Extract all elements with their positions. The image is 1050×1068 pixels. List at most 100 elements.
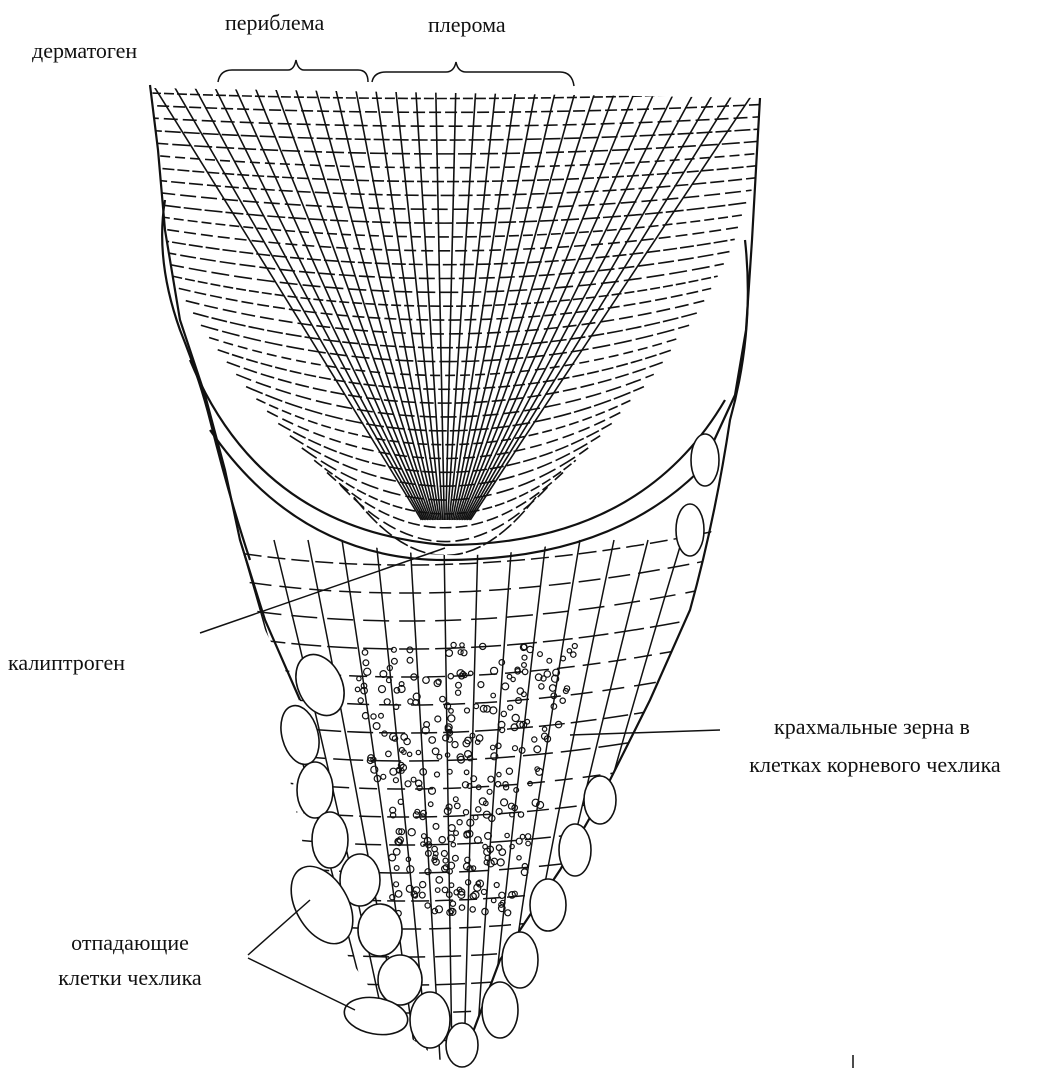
- starch-grain: [450, 901, 455, 906]
- starch-grain: [384, 699, 390, 705]
- starch-grain: [439, 837, 445, 843]
- starch-grain: [560, 698, 565, 703]
- starch-grain: [425, 903, 430, 908]
- starch-grain: [429, 737, 436, 744]
- starch-grain: [440, 696, 446, 702]
- starch-grain: [505, 833, 509, 837]
- cell-file-wall: [354, 80, 438, 520]
- cap-cell: [297, 762, 333, 818]
- cell-file-wall: [464, 80, 681, 520]
- cell-file-wall: [232, 80, 428, 520]
- label-periblema: периблема: [225, 10, 324, 35]
- cap-cell: [312, 812, 348, 868]
- starch-grain: [481, 889, 486, 894]
- starch-grain: [478, 682, 484, 688]
- transverse-cell-wall: [126, 117, 764, 127]
- starch-grain: [411, 777, 416, 782]
- starch-grains: [355, 642, 577, 916]
- label-starch-line-2: клетках корневого чехлика: [705, 752, 1045, 777]
- starch-grain: [521, 644, 527, 650]
- cell-file-wall: [448, 80, 477, 520]
- cap-cell: [676, 504, 704, 556]
- starch-grain: [495, 782, 500, 787]
- starch-grain: [517, 688, 523, 694]
- label-starch-line-1: крахмальные зерна в: [722, 714, 1022, 739]
- starch-grain: [425, 869, 431, 875]
- starch-grain: [501, 799, 508, 806]
- starch-grain: [407, 647, 413, 653]
- starch-grain: [451, 843, 455, 847]
- starch-grain: [407, 657, 413, 663]
- meristem-cell-grid: [125, 80, 765, 555]
- starch-grain: [505, 910, 511, 916]
- starch-grain: [435, 772, 440, 777]
- starch-grain: [434, 680, 441, 687]
- starch-grain: [448, 715, 455, 722]
- cell-file-wall: [150, 80, 421, 520]
- cell-file-wall: [395, 80, 441, 520]
- starch-grain: [512, 714, 519, 721]
- starch-grain: [544, 671, 550, 677]
- cell-file-wall: [449, 80, 497, 520]
- starch-grain: [448, 825, 455, 832]
- starch-grain: [494, 883, 499, 888]
- starch-grain: [501, 711, 506, 716]
- starch-grain: [373, 723, 380, 730]
- cell-file-wall: [451, 80, 517, 520]
- label-sloughing-line-1: отпадающие: [30, 930, 230, 955]
- starch-grain: [442, 866, 448, 872]
- starch-grain: [491, 693, 496, 698]
- starch-grain: [499, 660, 505, 666]
- starch-grain: [491, 745, 496, 750]
- starch-grain: [532, 737, 537, 742]
- starch-grain: [522, 655, 527, 660]
- starch-grain: [420, 882, 426, 888]
- cell-file-wall: [313, 80, 434, 520]
- starch-grain: [455, 803, 461, 809]
- starch-grain: [358, 698, 363, 703]
- cap-cell: [584, 776, 616, 824]
- cap-cell: [691, 434, 719, 486]
- starch-grain: [513, 746, 518, 751]
- starch-grain: [451, 642, 456, 647]
- starch-grain: [522, 669, 528, 675]
- transverse-cell-wall: [354, 497, 536, 555]
- starch-grain: [362, 650, 368, 656]
- starch-grain: [534, 746, 541, 753]
- label-pleroma: плерома: [428, 12, 506, 37]
- starch-grain: [538, 652, 543, 657]
- starch-leader: [570, 730, 720, 735]
- starch-grain: [549, 685, 556, 692]
- starch-grain: [507, 674, 512, 679]
- transverse-cell-wall: [267, 411, 623, 458]
- starch-grain: [394, 866, 399, 871]
- periblema-bracket: [218, 60, 368, 82]
- starch-grain: [435, 716, 441, 722]
- starch-grain: [392, 658, 398, 664]
- starch-grain: [547, 658, 552, 663]
- starch-grain: [525, 834, 530, 839]
- cell-file-wall: [446, 80, 456, 520]
- cap-cell: [482, 982, 518, 1038]
- transverse-cell-wall: [172, 276, 717, 306]
- starch-grain: [435, 888, 440, 893]
- pleroma-bracket: [372, 62, 574, 86]
- starch-grain: [499, 849, 506, 856]
- transverse-cell-wall: [236, 374, 654, 417]
- starch-grain: [449, 709, 454, 714]
- starch-grain: [364, 668, 371, 675]
- starch-grain: [391, 647, 396, 652]
- transverse-cell-wall: [290, 436, 600, 487]
- starch-grain: [436, 877, 443, 884]
- transverse-cell-wall: [246, 387, 644, 431]
- cap-row-wall: [220, 978, 720, 1013]
- starch-grain: [456, 690, 461, 695]
- starch-grain: [497, 772, 501, 776]
- starch-grain: [381, 774, 386, 779]
- cap-column-wall: [464, 540, 478, 1060]
- starch-grain: [405, 781, 411, 787]
- starch-grain: [419, 892, 425, 898]
- starch-grain: [397, 837, 403, 843]
- starch-grain: [355, 687, 360, 692]
- cap-row-wall: [220, 614, 720, 649]
